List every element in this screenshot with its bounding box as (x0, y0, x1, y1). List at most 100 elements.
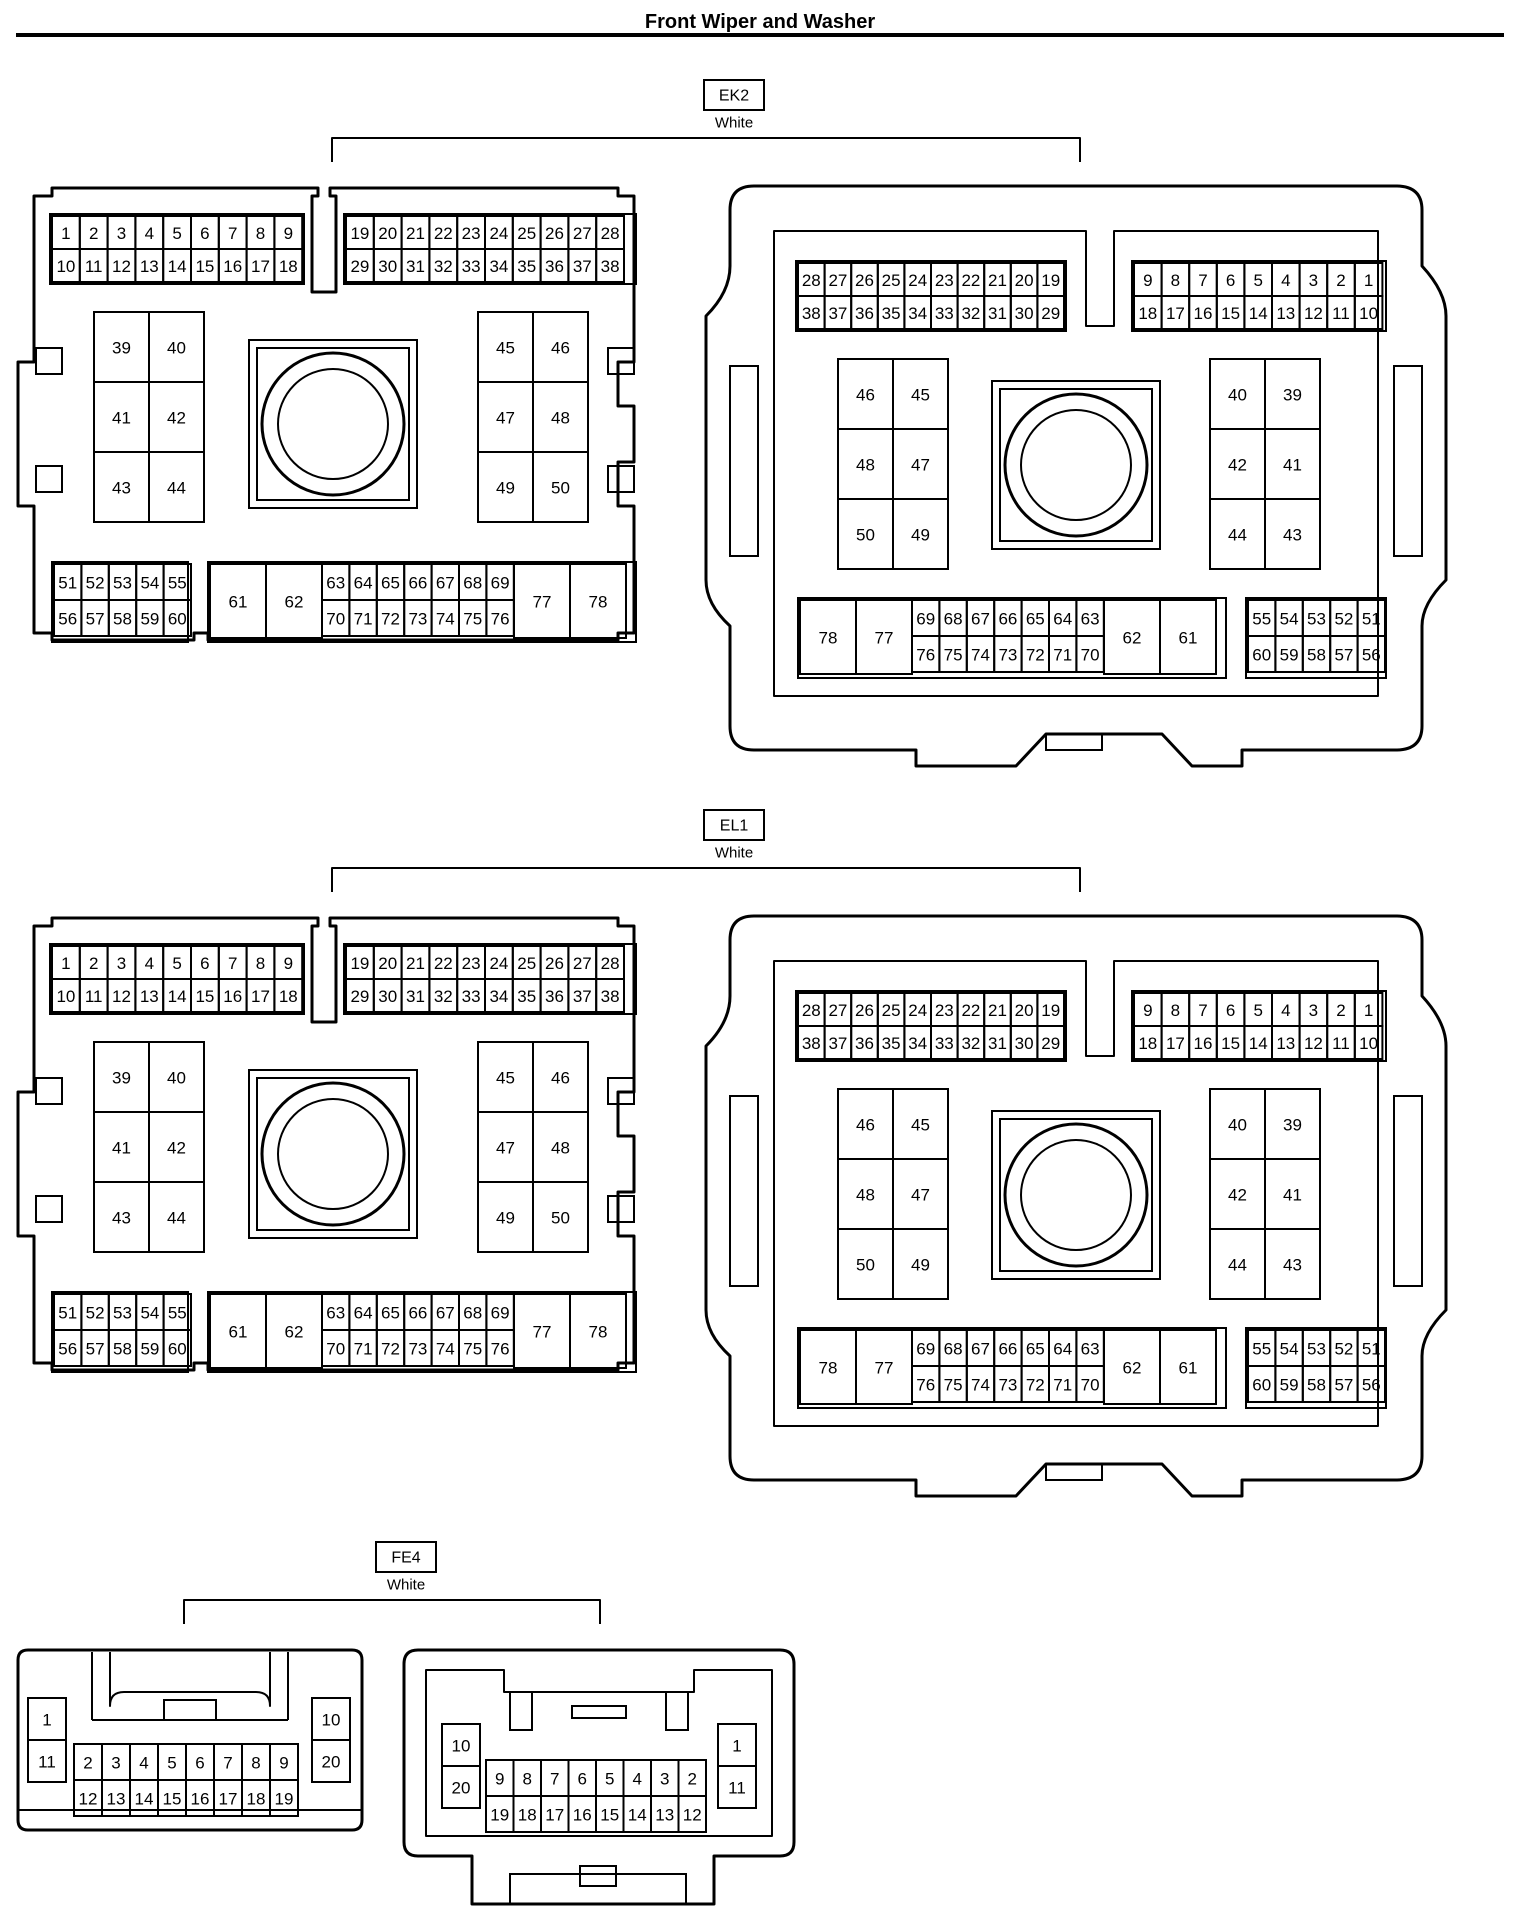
pin-cell: 63 (1075, 599, 1105, 637)
pin-number: 44 (1228, 526, 1247, 545)
pin-number: 58 (1307, 646, 1326, 665)
pin-cell: 49 (477, 1181, 534, 1253)
pin-cell: 12 (1298, 1025, 1329, 1060)
pin-cell-box (569, 1293, 627, 1369)
pin-number: 34 (908, 1034, 927, 1053)
pin-cell: 60 (162, 599, 193, 637)
pin-cell: 6 (1215, 262, 1246, 297)
pin-number: 10 (1359, 1034, 1378, 1053)
latch-tab (607, 1195, 635, 1223)
pin-number: 42 (1228, 456, 1247, 475)
pin-cell: 74 (430, 599, 461, 637)
pin-cell: 72 (375, 599, 406, 637)
pin-cell: 8 (512, 1759, 542, 1797)
pin-number: 75 (944, 646, 963, 665)
pin-number: 43 (1283, 526, 1302, 545)
ring-outer-circle (1003, 1122, 1149, 1268)
pin-cell: 36 (539, 248, 570, 283)
pin-cell: 60 (162, 1329, 193, 1367)
pin-number: 64 (354, 1304, 373, 1323)
pin-number: 56 (1362, 1376, 1381, 1395)
pin-cell: 54 (135, 563, 165, 601)
pin-cell: 29 (1036, 1025, 1065, 1060)
pin-number: 46 (551, 1069, 570, 1088)
pin-cell: 40 (148, 1041, 205, 1113)
pin-number: 60 (168, 1340, 187, 1359)
pin-cell: 66 (993, 599, 1023, 637)
pin-number: 75 (463, 1340, 482, 1359)
pin-cell: 10 (51, 978, 81, 1013)
page-title: Front Wiper and Washer (645, 11, 875, 33)
pin-cell: 30 (1009, 295, 1039, 330)
lock-ring (991, 380, 1161, 550)
pin-cell: 37 (823, 1025, 853, 1060)
pin-cell: 13 (1271, 1025, 1301, 1060)
pin-cell: 3 (1298, 992, 1329, 1027)
pin-number: 70 (326, 1340, 345, 1359)
pin-cell: 68 (938, 599, 968, 637)
pin-cell: 62 (1103, 1329, 1161, 1405)
pin-cell: 8 (245, 945, 276, 980)
pin-cell: 29 (1036, 295, 1065, 330)
pin-number: 10 (1359, 304, 1378, 323)
pin-number: 3 (111, 1754, 120, 1773)
side-guide (729, 1095, 759, 1287)
pin-cell: 34 (903, 295, 932, 330)
pin-number: 78 (589, 593, 608, 612)
pin-cell: 32 (956, 1025, 986, 1060)
pin-number: 3 (660, 1770, 669, 1789)
pin-cell-box (1356, 635, 1386, 673)
pin-number: 51 (1362, 610, 1381, 629)
pin-cell: 62 (265, 563, 323, 639)
pin-number: 5 (172, 954, 181, 973)
pin-number: 54 (140, 1304, 159, 1323)
pin-number: 49 (911, 1256, 930, 1275)
pin-number: 17 (1166, 304, 1185, 323)
pin-number: 19 (275, 1790, 294, 1809)
pin-cell-box (269, 1779, 299, 1817)
pin-cell: 59 (1274, 1365, 1304, 1403)
pin-number: 1 (61, 224, 70, 243)
pin-block-frame (343, 943, 637, 1015)
pin-cell: 13 (134, 978, 165, 1013)
pin-cell: 29 (345, 978, 375, 1013)
pin-number: 39 (112, 339, 131, 358)
pin-number: 8 (251, 1754, 260, 1773)
inner-frame (425, 1669, 773, 1837)
pin-cell: 59 (1274, 635, 1304, 673)
pin-number: 26 (545, 954, 564, 973)
pin-number: 20 (378, 224, 397, 243)
guide-post (509, 1691, 533, 1731)
pin-number: 17 (1166, 1034, 1185, 1053)
pin-number: 3 (1309, 1001, 1318, 1020)
pin-number: 23 (462, 224, 481, 243)
pin-number: 53 (1307, 1340, 1326, 1359)
pin-block-frame (797, 597, 1227, 679)
pin-number: 6 (578, 1770, 587, 1789)
pin-cell: 19 (485, 1795, 515, 1833)
pin-number: 32 (961, 1034, 980, 1053)
pin-number: 66 (408, 574, 427, 593)
pin-cell: 52 (80, 563, 110, 601)
pin-cell-box (27, 1739, 67, 1783)
pin-cell: 39 (1264, 358, 1321, 430)
pin-cell: 28 (797, 262, 826, 297)
pin-cell: 66 (403, 1293, 433, 1331)
pin-cell: 71 (348, 1329, 378, 1367)
pin-number: 21 (406, 224, 425, 243)
pin-number: 40 (1228, 1116, 1247, 1135)
pin-number: 44 (167, 479, 186, 498)
ring-frame-outer (248, 1069, 418, 1239)
pin-number: 17 (251, 987, 270, 1006)
pin-cell: 63 (321, 563, 351, 601)
pin-cell: 41 (1264, 1158, 1321, 1230)
pin-cell: 5 (1243, 992, 1274, 1027)
pin-number: 77 (875, 629, 894, 648)
pin-number: 68 (463, 1304, 482, 1323)
pin-number: 46 (856, 1116, 875, 1135)
pin-number: 70 (1081, 646, 1100, 665)
pin-cell: 40 (148, 311, 205, 383)
pin-cell: 63 (1075, 1329, 1105, 1367)
pin-number: 74 (971, 1376, 990, 1395)
